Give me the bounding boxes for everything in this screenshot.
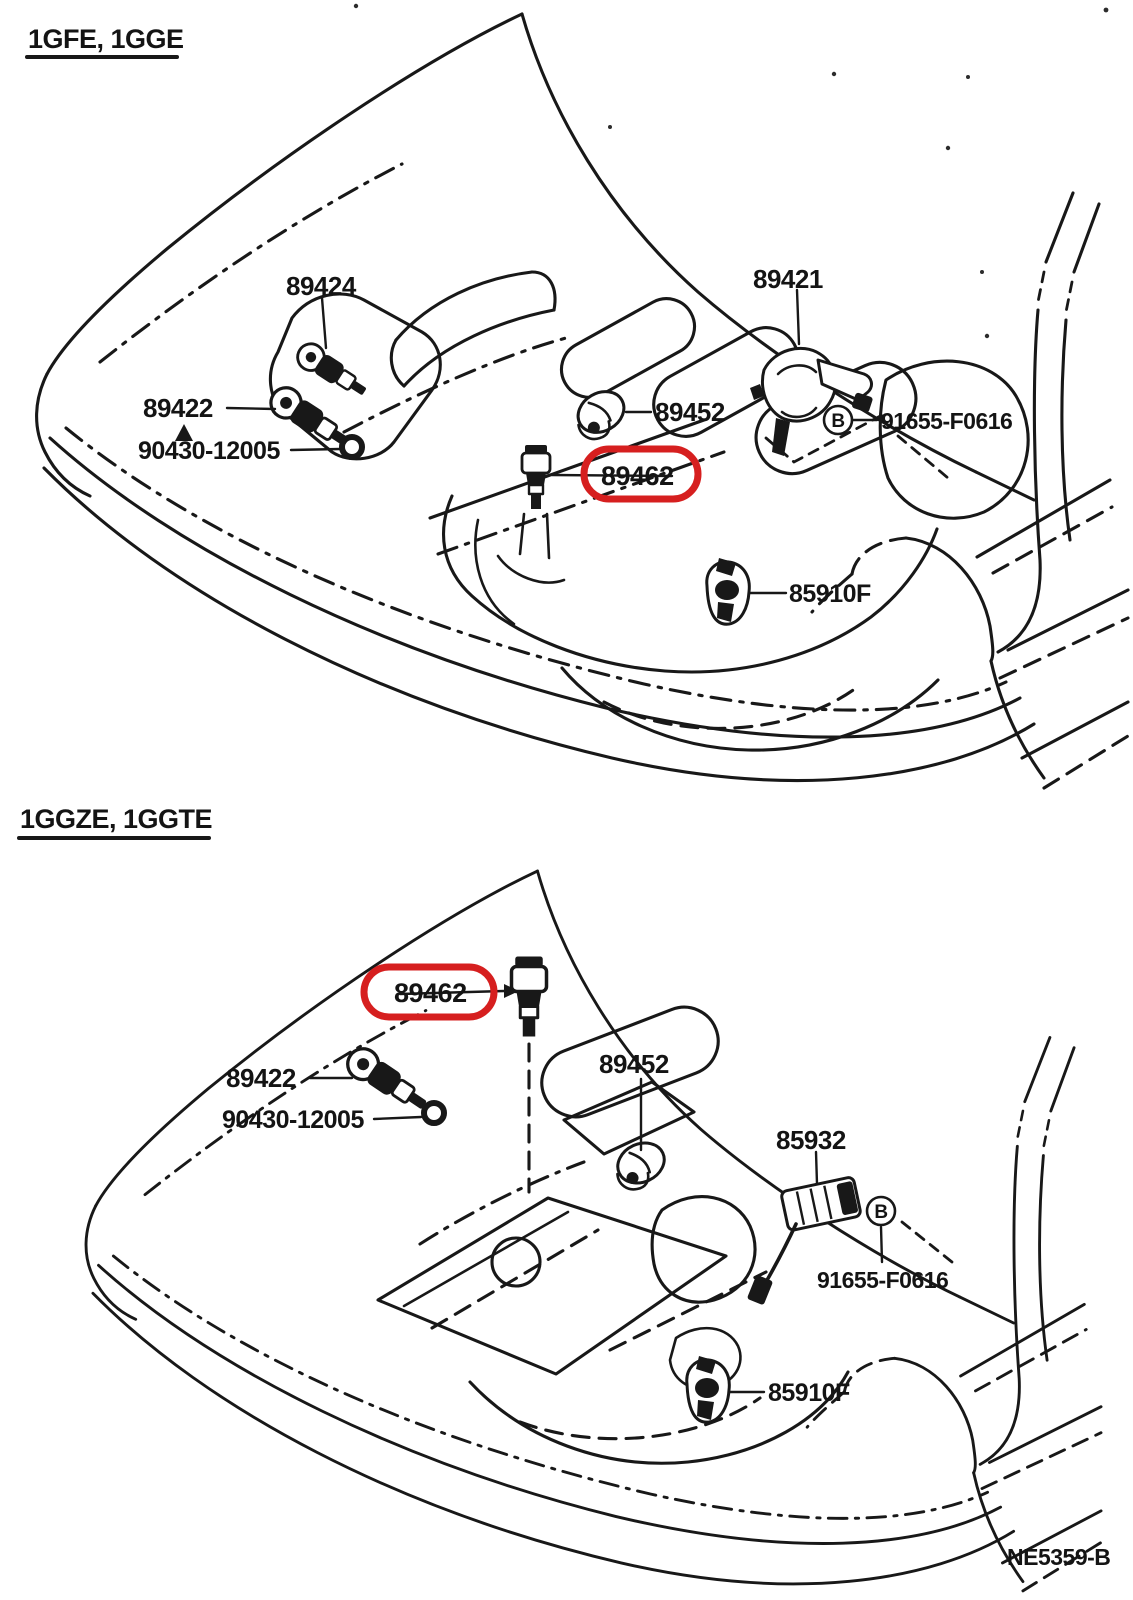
leader-89462-bottom [398,989,506,996]
hidden-edge-bottom-2 [608,1270,768,1352]
sensor-mount-bracket-1 [496,554,566,584]
mount-dashes-2 [896,434,950,480]
leader-85932 [814,1150,819,1186]
fastener-marker-circle-top [822,404,854,436]
knock-sensor-89424-icon [291,337,374,405]
oil-switch-85910f-icon-top [705,556,751,626]
engine-line-art-bottom [376,1005,954,1465]
sensor-stem-1 [518,512,526,556]
plenum-chamber [878,359,1030,520]
oil-switch-85910f-icon-bottom [685,1354,731,1424]
leader-90430-12005-bottom [372,1115,423,1121]
diagram-1ggze-1ggte: B 1GGZE, 1GGTE 89462 89422 90430-12005 8… [17,804,1103,1593]
diagram-1gfe-1gge: B 1GFE, 1GGE 89424 89421 89422 90430-120… [25,12,1130,790]
section-header-1gfe-1gge: 1GFE, 1GGE [28,24,184,54]
ignitor-connector [747,1275,773,1305]
mount-dashes-1 [764,412,886,464]
leader-89424 [320,296,328,350]
head-edge-2 [436,450,726,556]
arrow-marker-89422 [175,424,193,441]
doc-code: NE5359-B [1007,1544,1110,1570]
part-label-89452-bottom: 89452 [599,1049,669,1079]
mount-dashes-bottom-2 [900,1220,954,1264]
part-label-89421: 89421 [753,264,823,294]
scan-specks [353,3,1109,339]
temp-sensor-89462-icon-bottom [509,954,549,1039]
head-blob [650,1195,757,1304]
part-label-85910f-top: 85910F [789,580,871,608]
section-header-1ggze-1ggte: 1GGZE, 1GGTE [20,804,212,834]
part-label-89424: 89424 [286,271,357,301]
part-label-89452-top: 89452 [655,397,725,427]
leader-89462 [550,473,674,478]
part-label-85910f-bottom: 85910F [768,1379,850,1407]
part-label-85932: 85932 [776,1125,846,1155]
fastener-marker-letter-top: B [831,411,844,432]
engine-line-art-top [268,270,1030,752]
part-label-89422-bottom: 89422 [226,1063,296,1093]
air-tube-top [394,270,534,342]
valve-cover-rib-1 [402,1210,570,1308]
leader-91655-f0616-bottom [879,1225,884,1264]
ignitor-85932-icon [747,1176,862,1305]
cam-sensor-89421-icon [750,346,873,456]
oil-filler-cap [490,1236,542,1288]
oil-pan-edge [560,666,940,752]
fastener-marker-letter-bottom: B [874,1202,887,1223]
leader-arrowhead-89462 [504,984,519,998]
part-label-89462-bottom: 89462 [394,978,467,1008]
fastener-marker-circle-bottom [865,1195,897,1227]
leader-89421 [795,288,801,346]
lower-block-edge [468,1370,850,1465]
leader-89422 [225,406,277,411]
leader-90430-12005 [289,447,342,452]
part-label-89462-top: 89462 [601,461,674,491]
head-edge-1 [428,418,706,520]
air-tube-end-right [530,270,557,312]
part-label-90430-12005-bottom: 90430-12005 [222,1106,364,1134]
ignitor-wire [764,1222,798,1284]
sensor-mount-bracket-2 [474,518,516,626]
part-label-90430-12005-top: 90430-12005 [138,437,280,465]
hidden-edge-1 [342,336,568,434]
throttle-piece [562,1080,696,1156]
grommet-90430-icon-bottom [424,1103,444,1123]
mount-blob [668,1326,742,1390]
car-body-outline-bottom [84,869,1103,1593]
air-tube-bottom [402,308,556,388]
leader-lines-bottom [308,984,884,1394]
block-outline [442,494,939,674]
hidden-edge-bottom-1 [418,1160,586,1246]
sensor-stem-2 [545,512,551,560]
leader-lines-top [225,288,879,595]
highlight-oval-89462-bottom [360,963,498,1021]
air-tube-end-left [389,338,406,388]
highlight-oval-89462-top [580,445,702,503]
intake-runner-2 [652,326,800,438]
intake-runner-1 [559,297,697,399]
valve-cover [376,1196,728,1376]
part-label-89422-top: 89422 [143,393,213,423]
oil-pan-hidden [602,686,858,730]
part-label-91655-f0616-bottom: 91655-F0616 [817,1267,948,1293]
lower-block-hidden [518,1396,762,1441]
part-label-91655-f0616-top: 91655-F0616 [881,408,1012,434]
valve-cover-rib-2 [430,1228,600,1330]
sensor-89452-icon-top [566,382,635,447]
grommet-90430-icon [342,437,362,457]
